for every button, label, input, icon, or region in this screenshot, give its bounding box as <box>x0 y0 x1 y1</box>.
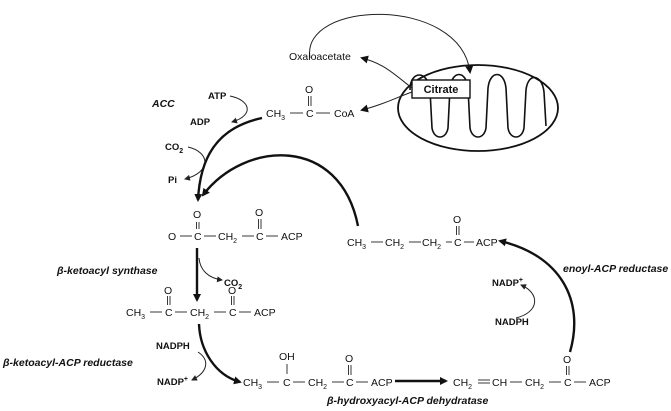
enoyl-acp-label: ACP <box>589 377 611 389</box>
keto-ch2: CH2 <box>190 307 209 321</box>
cofactor-adp: ADP <box>190 117 211 128</box>
co2-release-arrow <box>198 257 223 283</box>
keto-ch3: CH3 <box>126 307 145 321</box>
enoyl-ch2b: CH2 <box>525 377 544 391</box>
cofactor-nadph-2: NADPH <box>495 317 529 328</box>
hydroxy-c2: C <box>346 377 354 389</box>
citrate-to-acetyl-coa-arrow <box>360 91 413 113</box>
malonyl-c1: C <box>194 231 202 243</box>
cofactor-nadph-1: NADPH <box>156 341 190 352</box>
citrate-label: Citrate <box>424 84 459 96</box>
mitochondrion: Citrate <box>397 64 559 152</box>
enoyl-acp: CH2 CH CH2 C O ACP <box>453 354 611 391</box>
enoyl-ch2: CH2 <box>453 377 472 391</box>
malonyl-o2: O <box>255 207 263 219</box>
acetyl-ch3: CH3 <box>266 108 285 122</box>
hydroxyacyl-acp: OH CH3 C CH2 C O ACP <box>243 351 393 391</box>
malonyl-top-o: O <box>193 209 201 221</box>
malonyl-ch2: CH2 <box>218 231 237 245</box>
malonyl-acp-label: ACP <box>281 231 303 243</box>
keto-o1: O <box>164 285 172 297</box>
butyryl-ch2a: CH2 <box>385 237 404 251</box>
keto-o2: O <box>228 285 236 297</box>
keto-c1: C <box>165 307 173 319</box>
nadph-nadp-arrow-1 <box>191 351 207 381</box>
keto-c2: C <box>229 307 237 319</box>
keto-acp-label: ACP <box>254 307 276 319</box>
hydroxy-oh: OH <box>279 351 295 363</box>
enoyl-ch: CH <box>492 377 507 389</box>
hydroxy-ch3: CH3 <box>243 377 262 391</box>
cycle-return-arrow <box>201 154 360 227</box>
hydroxy-acp-label: ACP <box>371 377 393 389</box>
acc-carboxylation-arrow <box>194 116 263 202</box>
butyryl-ch2b: CH2 <box>422 237 441 251</box>
oxaloacetate-label: Oxaloacetate <box>289 51 351 63</box>
reduction-arrow <box>197 323 242 385</box>
enoyl-reduction-arrow <box>498 238 576 353</box>
oxaloacetate-to-citrate-arrow <box>309 13 474 74</box>
enzyme-acc: ACC <box>151 98 175 110</box>
acetyl-coa-label: CoA <box>334 108 354 120</box>
enoyl-c: C <box>564 377 572 389</box>
cofactor-co2-in: CO2 <box>165 142 183 155</box>
cofactor-nadp-1: NADP+ <box>157 376 188 388</box>
butyryl-acp: CH3 CH2 CH2 C O ACP <box>347 214 498 251</box>
butyryl-ch3: CH3 <box>347 237 366 251</box>
acetyl-o: O <box>305 84 313 96</box>
acetyl-c: C <box>306 108 314 120</box>
citrate-to-oxaloacetate-arrow <box>360 55 413 89</box>
ketoacyl-acp: CH3 C O CH2 C O ACP <box>126 285 276 321</box>
malonyl-c2: C <box>256 231 264 243</box>
acetyl-coa: CH3 C O CoA <box>266 84 354 122</box>
enzyme-enoyl-acp-reductase: enoyl-ACP reductase <box>563 263 668 275</box>
malonyl-o-minus: O <box>168 231 176 243</box>
mitochondrial-cristae <box>409 73 547 138</box>
butyryl-acp-label: ACP <box>476 237 498 249</box>
enoyl-o: O <box>563 354 571 366</box>
cofactor-co2-out: CO2 <box>224 278 242 291</box>
butyryl-c: C <box>454 237 462 249</box>
hydroxy-ch2: CH2 <box>308 377 327 391</box>
atp-adp-arrow <box>229 95 248 124</box>
enzyme-ketoacyl-synthase: β-ketoacyl synthase <box>56 265 158 277</box>
enzyme-ketoacyl-acp-reductase: β-ketoacyl-ACP reductase <box>2 357 133 369</box>
cofactor-nadp-2: NADP+ <box>492 277 523 289</box>
butyryl-o: O <box>453 214 461 226</box>
enzyme-hydroxyacyl-acp-dehydratase: β-hydroxyacyl-ACP dehydratase <box>326 395 489 407</box>
nadph-nadp-arrow-2 <box>515 284 536 319</box>
hydroxy-o: O <box>345 353 353 365</box>
cofactor-pi: Pi <box>168 175 177 186</box>
citrate-box <box>411 79 471 99</box>
malonyl-acp: O O C CH2 C O ACP <box>168 207 303 245</box>
hydroxy-c1: C <box>283 377 291 389</box>
cofactor-atp: ATP <box>208 91 227 102</box>
